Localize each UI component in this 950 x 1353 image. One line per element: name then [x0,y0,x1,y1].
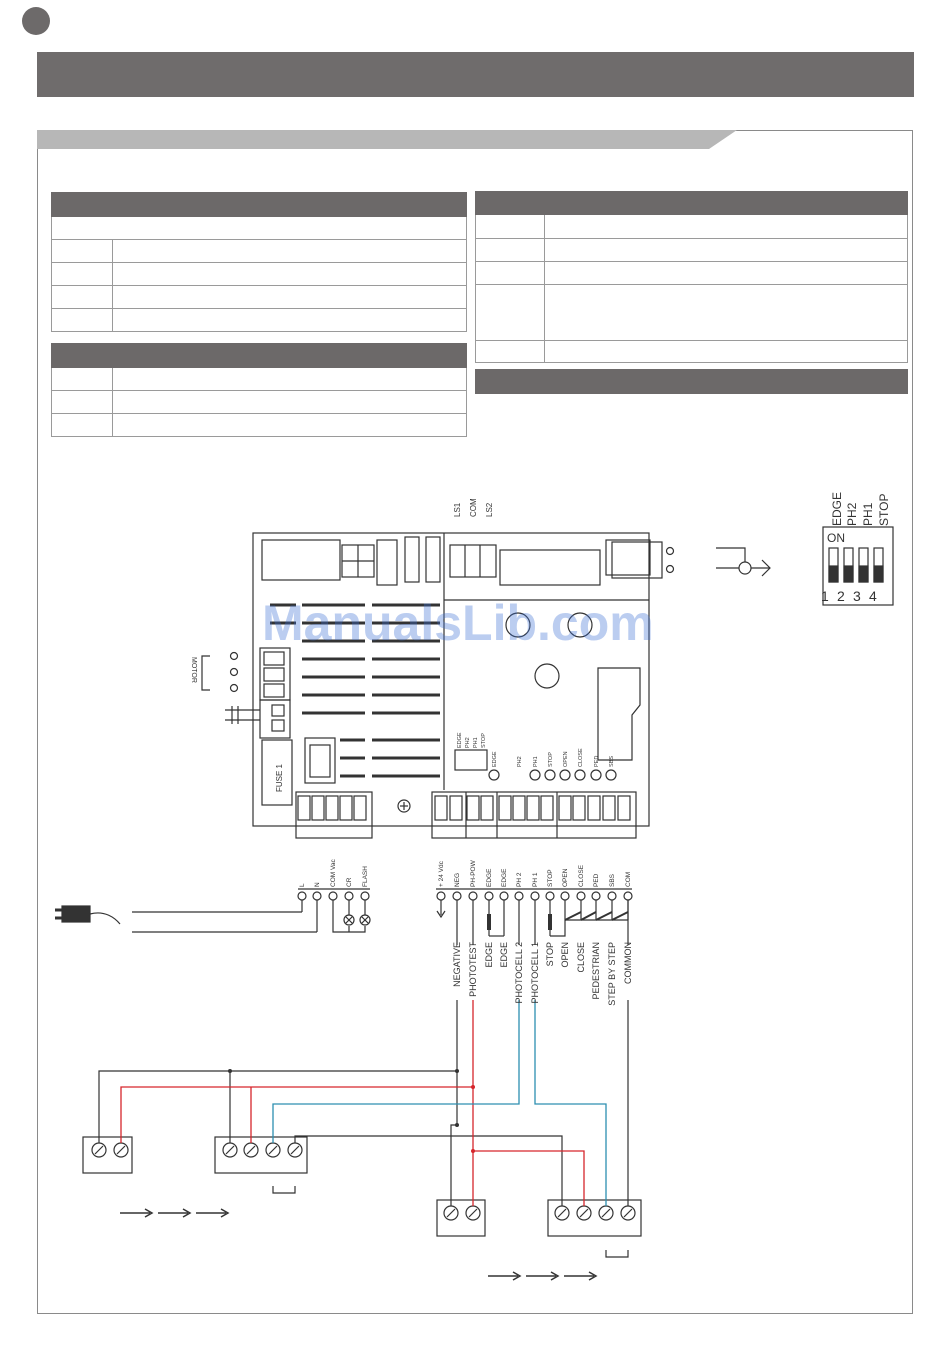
led-label-ped: PED [594,756,600,767]
table-header-row [51,343,467,368]
terminal-com-vac: COM Vac [330,859,337,887]
table-row [51,308,467,332]
terminal-sbs: SBS [609,873,616,887]
function-edge-2: EDGE [499,942,509,968]
terminal-l: L [299,883,306,887]
function-photocell-1: PHOTOCELL 1 [530,942,540,1004]
led-label-stop: STOP [548,752,554,767]
table-row [51,413,467,437]
function-edge-1: EDGE [484,942,494,968]
table-row [475,340,908,363]
function-step-by-step: STEP BY STEP [607,942,617,1006]
watermark: ManualsLib.com [262,595,654,651]
dip-label-ph1: PH1 [861,502,875,526]
dip-number-1: 1 [821,588,829,604]
terminal-cr: CR [346,877,353,887]
dip-number-2: 2 [837,588,845,604]
terminal-edge-1: EDGE [486,868,493,887]
terminal-n: N [314,882,321,887]
terminal-ped: PED [593,873,600,887]
ls1-label: LS1 [453,502,462,517]
dip-label-ph2: PH2 [845,502,859,526]
function-stop: STOP [545,942,555,966]
terminal-stop: STOP [547,869,554,887]
dip-number-3: 3 [853,588,861,604]
terminal-ph-pow: PH-POW [470,859,477,887]
table-row [475,284,908,341]
table-row [51,216,467,240]
control-board [252,532,650,827]
led-label-ph1: PH1 [533,756,539,767]
function-negative: NEGATIVE [452,942,462,987]
table-row [51,367,467,391]
terminal-com: COM [625,872,632,887]
board-dip-ph1: PH1 [473,737,479,748]
function-photocell-2: PHOTOCELL 2 [514,942,524,1004]
terminal-neg: NEG [454,873,461,887]
dip-number-4: 4 [869,588,877,604]
function-pedestrian: PEDESTRIAN [591,942,601,1000]
left-table-1 [51,192,467,332]
table-row [51,390,467,414]
dip-on-label: ON [827,531,845,545]
led-label-sbs: SBS [609,756,615,767]
led-label-open: OPEN [563,751,569,767]
terminal-24vdc: + 24 Vdc [438,860,445,887]
table-row [475,214,908,239]
table-header-row [475,191,908,215]
board-dip-ph2: PH2 [465,737,471,748]
section-header-tab [37,130,737,149]
right-table-2 [475,369,908,394]
terminal-ph2: PH 2 [516,872,523,887]
terminal-flash: FLASH [362,866,369,887]
function-phototest: PHOTOTEST [468,942,478,997]
dip-label-stop: STOP [877,494,891,526]
fuse-label: FUSE 1 [275,763,284,792]
terminal-close: CLOSE [578,864,585,887]
terminal-ph1: PH 1 [532,872,539,887]
terminal-open: OPEN [562,868,569,887]
led-label-edge: EDGE [492,751,498,767]
terminal-edge-2: EDGE [501,868,508,887]
table-row [51,239,467,263]
board-dip-stop: STOP [481,733,487,748]
function-common: COMMON [623,942,633,984]
left-table-2 [51,343,467,437]
ls2-label: LS2 [485,502,494,517]
function-close: CLOSE [576,942,586,973]
dip-label-edge: EDGE [830,492,844,526]
motor-label: MOTOR [190,657,197,683]
com-label: COM [469,498,478,517]
page-marker-dot [22,7,50,35]
table-header-row [475,369,908,394]
function-open: OPEN [560,942,570,968]
led-label-close: CLOSE [578,748,584,767]
right-table-1 [475,191,908,363]
chapter-banner [37,52,914,97]
board-dip-edge: EDGE [457,732,463,748]
led-label-ph2: PH2 [517,756,523,767]
